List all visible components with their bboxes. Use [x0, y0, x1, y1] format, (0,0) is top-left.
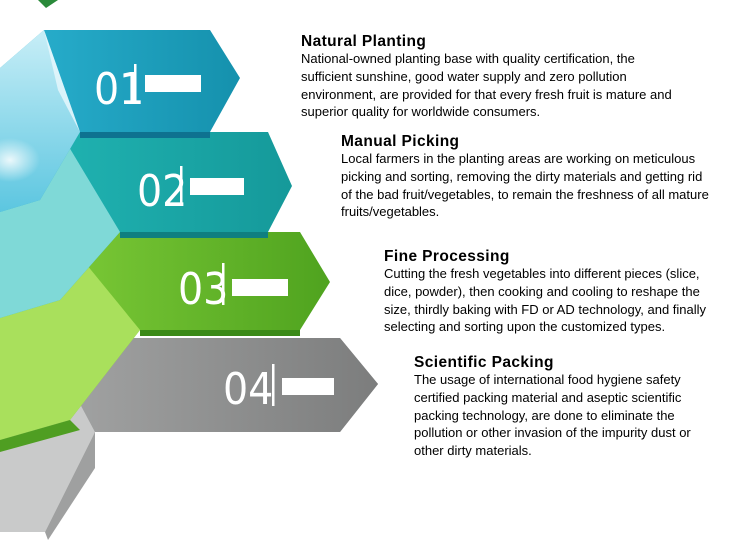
label-divider: [180, 166, 183, 206]
step-title: Scientific Packing: [414, 354, 744, 371]
step-description: Local farmers in the planting areas are …: [341, 150, 746, 221]
step-number-03: 03: [178, 264, 228, 315]
label-bar: [282, 378, 334, 395]
step-description: National-owned planting base with qualit…: [301, 50, 721, 121]
step-title: Fine Processing: [384, 248, 750, 265]
step-title: Manual Picking: [341, 133, 746, 150]
leaf-icon: [38, 0, 58, 8]
label-bar: [145, 75, 201, 92]
step-scientific-packing: Scientific Packing The usage of internat…: [414, 354, 744, 460]
label-divider: [272, 364, 275, 406]
step-manual-picking: Manual Picking Local farmers in the plan…: [341, 133, 746, 221]
label-divider: [134, 64, 137, 104]
step-number-01: 01: [94, 64, 144, 115]
label-bar: [190, 178, 244, 195]
step-description: Cutting the fresh vegetables into differ…: [384, 265, 750, 336]
label-bar: [232, 279, 288, 296]
label-divider: [222, 263, 225, 305]
step-fine-processing: Fine Processing Cutting the fresh vegeta…: [384, 248, 750, 336]
step-title: Natural Planting: [301, 33, 721, 50]
step-description: The usage of international food hygiene …: [414, 371, 744, 460]
step-natural-planting: Natural Planting National-owned planting…: [301, 33, 721, 121]
step-number-04: 04: [223, 364, 273, 415]
step-number-02: 02: [137, 166, 187, 217]
